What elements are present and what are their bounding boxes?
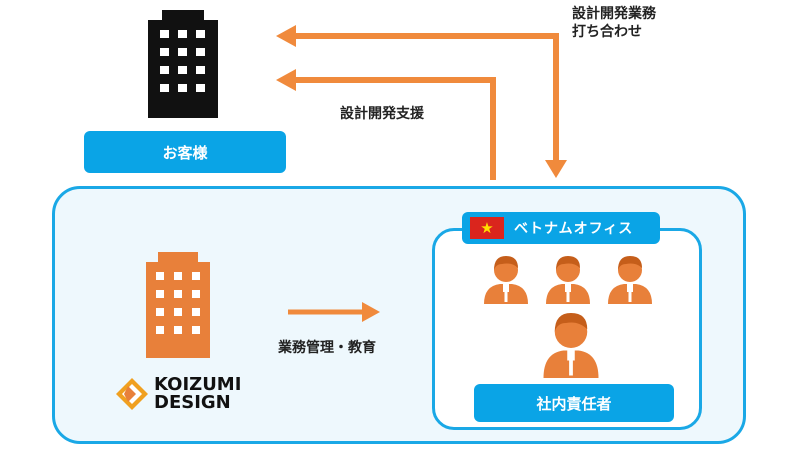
staff-group	[484, 256, 652, 304]
staff-person-icon	[546, 256, 590, 304]
company-logo: KOIZUMI DESIGN	[114, 376, 241, 412]
manager-person-icon	[543, 313, 599, 378]
vietnam-office-label: ベトナムオフィス	[514, 221, 634, 237]
consultation-arrow	[292, 33, 559, 168]
koizumi-logo-icon	[116, 378, 148, 410]
consultation-label: 設計開発業務 打ち合わせ	[572, 6, 656, 41]
company-building-icon	[146, 252, 210, 358]
logo-line2: DESIGN	[154, 392, 231, 413]
staff-person-icon	[484, 256, 528, 304]
vietnam-flag-icon: ★	[470, 217, 504, 239]
management-label: 業務管理・教育	[278, 340, 376, 356]
customer-building-icon	[148, 10, 218, 118]
consultation-label-line2: 打ち合わせ	[572, 23, 642, 40]
support-arrow	[292, 77, 496, 180]
management-arrowhead	[362, 302, 380, 322]
logo-line1: KOIZUMI	[154, 374, 242, 395]
support-label: 設計開発支援	[340, 106, 424, 122]
consultation-label-line1: 設計開発業務	[572, 6, 656, 22]
consultation-arrowhead-left	[276, 25, 296, 47]
staff-person-icon	[608, 256, 652, 304]
consultation-arrowhead-down	[545, 160, 567, 178]
manager-label: 社内責任者	[474, 384, 674, 422]
customer-label: お客様	[84, 131, 286, 173]
vietnam-office-header: ★ ベトナムオフィス	[462, 212, 660, 244]
support-arrowhead-left	[276, 69, 296, 91]
